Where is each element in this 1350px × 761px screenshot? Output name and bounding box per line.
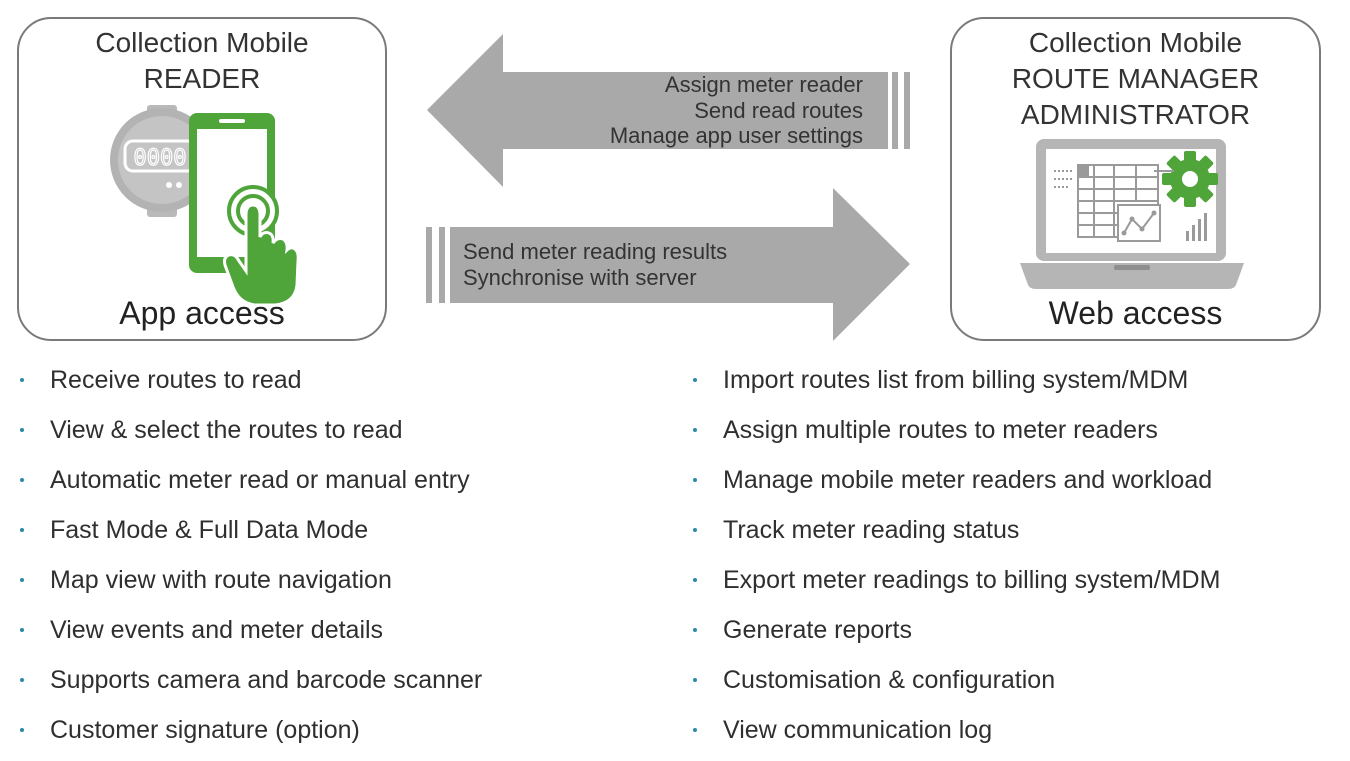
reader-title: Collection Mobile READER: [19, 25, 385, 97]
list-item-text: Export meter readings to billing system/…: [723, 566, 1221, 594]
reader-access-label: App access: [119, 295, 285, 331]
list-item-text: Manage mobile meter readers and workload: [723, 466, 1213, 494]
arrow-to-reader-line: Manage app user settings: [609, 123, 863, 148]
list-item-text: Customisation & configuration: [723, 666, 1056, 694]
bullet-icon: [20, 628, 24, 632]
list-item-text: Map view with route navigation: [50, 566, 392, 594]
list-item-text: Generate reports: [723, 616, 912, 644]
arrow-to-reader-text: Assign meter reader Send read routes Man…: [610, 72, 863, 149]
list-item-text: Assign multiple routes to meter readers: [723, 416, 1158, 444]
bullet-icon: [20, 728, 24, 732]
bullet-icon: [20, 528, 24, 532]
arrow-to-reader-line: Send read routes: [694, 97, 863, 123]
list-item: View & select the routes to read: [18, 405, 482, 455]
arrow-to-reader-line: Assign meter reader: [664, 72, 863, 97]
bullet-icon: [693, 578, 697, 582]
list-item-text: View & select the routes to read: [50, 416, 403, 444]
arrow-to-admin: [426, 188, 910, 341]
list-item-text: View events and meter details: [50, 616, 384, 644]
bullet-icon: [693, 628, 697, 632]
list-item: Track meter reading status: [691, 505, 1220, 555]
bullet-icon: [20, 478, 24, 482]
admin-access-label: Web access: [1048, 295, 1223, 331]
admin-title-line2: ROUTE MANAGER: [1011, 63, 1260, 94]
bullet-icon: [20, 578, 24, 582]
reader-panel: Collection Mobile READER 0000 App access: [17, 17, 387, 341]
bullet-icon: [20, 428, 24, 432]
list-item-text: Receive routes to read: [50, 366, 302, 394]
list-item-text: Customer signature (option): [50, 716, 360, 744]
laptop-dashboard-icon: [1020, 139, 1244, 289]
admin-panel: Collection Mobile ROUTE MANAGER ADMINIST…: [950, 17, 1321, 341]
meter-display-text: 0000: [134, 146, 187, 171]
bullet-icon: [20, 378, 24, 382]
list-item: Customisation & configuration: [691, 655, 1220, 705]
reader-feature-list: Receive routes to read View & select the…: [18, 355, 482, 755]
reader-title-line1: Collection Mobile: [95, 27, 309, 58]
list-item: Import routes list from billing system/M…: [691, 355, 1220, 405]
meter-phone-icon: 0000: [110, 105, 300, 305]
list-item: Receive routes to read: [18, 355, 482, 405]
list-item-text: Fast Mode & Full Data Mode: [50, 516, 369, 544]
arrow-to-reader: [427, 34, 910, 187]
list-item: Customer signature (option): [18, 705, 482, 755]
list-item-text: Track meter reading status: [723, 516, 1020, 544]
admin-title-line3: ADMINISTRATOR: [1020, 99, 1251, 130]
list-item: Fast Mode & Full Data Mode: [18, 505, 482, 555]
list-item-text: Automatic meter read or manual entry: [50, 466, 470, 494]
admin-title-line1: Collection Mobile: [1028, 27, 1243, 58]
reader-title-line2: READER: [143, 63, 261, 94]
bullet-icon: [693, 428, 697, 432]
bullet-icon: [693, 678, 697, 682]
admin-title: Collection Mobile ROUTE MANAGER ADMINIST…: [952, 25, 1319, 133]
list-item: View events and meter details: [18, 605, 482, 655]
list-item: Automatic meter read or manual entry: [18, 455, 482, 505]
list-item: Map view with route navigation: [18, 555, 482, 605]
arrow-to-admin-line: Synchronise with server: [463, 264, 697, 290]
bullet-icon: [20, 678, 24, 682]
list-item: Supports camera and barcode scanner: [18, 655, 482, 705]
arrow-to-admin-line: Send meter reading results: [463, 239, 728, 264]
admin-feature-list: Import routes list from billing system/M…: [691, 355, 1220, 755]
bullet-icon: [693, 728, 697, 732]
bullet-icon: [693, 478, 697, 482]
list-item: Generate reports: [691, 605, 1220, 655]
gear-icon: [1162, 151, 1218, 207]
list-item: Assign multiple routes to meter readers: [691, 405, 1220, 455]
list-item: View communication log: [691, 705, 1220, 755]
list-item-text: View communication log: [723, 716, 993, 744]
bullet-icon: [693, 528, 697, 532]
list-item: Manage mobile meter readers and workload: [691, 455, 1220, 505]
bullet-icon: [693, 378, 697, 382]
list-item-text: Import routes list from billing system/M…: [723, 366, 1189, 394]
arrow-to-admin-text: Send meter reading results Synchronise w…: [463, 239, 727, 290]
list-item: Export meter readings to billing system/…: [691, 555, 1220, 605]
list-item-text: Supports camera and barcode scanner: [50, 666, 483, 694]
